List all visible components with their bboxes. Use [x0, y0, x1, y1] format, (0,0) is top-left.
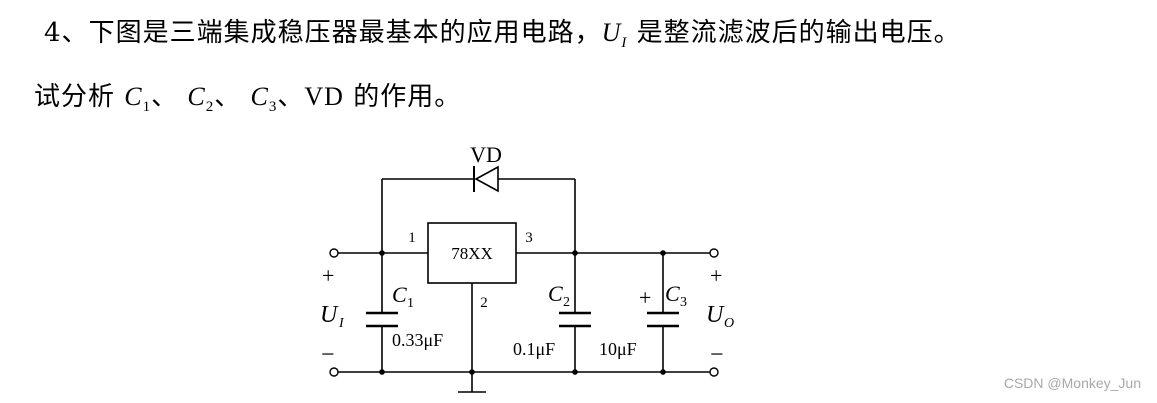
input-minus-sign: − [321, 342, 335, 368]
question-number: 4 [44, 18, 62, 48]
capacitor-c3-subscript: 3 [680, 295, 687, 310]
pin-2-label: 2 [480, 295, 488, 311]
variable-c1-subscript: 1 [142, 99, 152, 115]
variable-c2: C [187, 82, 206, 111]
output-voltage-symbol: U [706, 302, 725, 328]
terminal-input-bottom [329, 367, 339, 377]
junction-dot-ground-c1 [379, 369, 385, 375]
input-plus-sign: + [322, 263, 334, 288]
capacitor-c2-subscript: 2 [563, 295, 570, 310]
variable-ui-subscript: I [621, 35, 628, 51]
junction-dot-ground-c3 [660, 369, 666, 375]
output-minus-sign: − [710, 342, 724, 368]
question-line-2: 试分析 C1、 C2、 C3、VD 的作用。 [34, 76, 461, 116]
junction-dot-ground-c2 [572, 369, 578, 375]
variable-vd: VD [304, 82, 344, 111]
capacitor-c1-label: C [392, 282, 407, 307]
terminal-output-top [709, 248, 719, 258]
diode-vd-symbol [474, 165, 499, 193]
capacitor-c3-polarity: + [639, 285, 651, 310]
capacitor-c1-subscript: 1 [407, 296, 414, 311]
input-voltage-symbol: U [320, 302, 339, 328]
question-text-part-4: 的作用。 [343, 82, 462, 112]
watermark: CSDN @Monkey_Jun [1003, 375, 1141, 391]
terminal-output-bottom [709, 367, 719, 377]
pin-1-label: 1 [408, 230, 416, 246]
input-voltage-subscript: I [338, 316, 345, 331]
capacitor-c2-label: C [548, 281, 563, 306]
question-text-part-2: 是整流滤波后的输出电压。 [627, 18, 961, 48]
question-text-part-1: 下图是三端集成稳压器最基本的应用电路， [88, 18, 602, 48]
variable-c2-subscript: 2 [205, 99, 215, 115]
enum-separator-1: 、 [151, 82, 179, 112]
capacitor-c3-label: C [665, 281, 680, 306]
question-line-1: 4、下图是三端集成稳压器最基本的应用电路，UI 是整流滤波后的输出电压。 [44, 12, 961, 52]
junction-dot-input [379, 250, 385, 256]
variable-c1: C [124, 82, 143, 111]
diode-label: VD [470, 142, 502, 167]
variable-c3-subscript: 3 [268, 99, 278, 115]
question-separator: 、 [61, 18, 89, 48]
capacitor-c1-value: 0.33μF [392, 330, 443, 350]
enum-separator-2: 、 [214, 82, 242, 112]
variable-c3: C [250, 82, 269, 111]
terminal-input-top [329, 248, 339, 258]
pin-3-label: 3 [525, 230, 533, 246]
enum-separator-3: 、 [277, 82, 305, 112]
output-voltage-subscript: O [724, 316, 734, 331]
junction-dot-output [572, 250, 578, 256]
regulator-label: 78XX [451, 244, 493, 263]
output-plus-sign: + [710, 263, 722, 288]
junction-dot-ground-main [469, 369, 475, 375]
capacitor-c3-value: 10μF [599, 339, 637, 359]
junction-dot-c3 [660, 250, 666, 256]
regulator-78xx-box [427, 222, 517, 284]
variable-ui: U [601, 18, 622, 47]
question-text-part-3: 试分析 [34, 82, 125, 112]
capacitor-c2-value: 0.1μF [513, 339, 555, 359]
